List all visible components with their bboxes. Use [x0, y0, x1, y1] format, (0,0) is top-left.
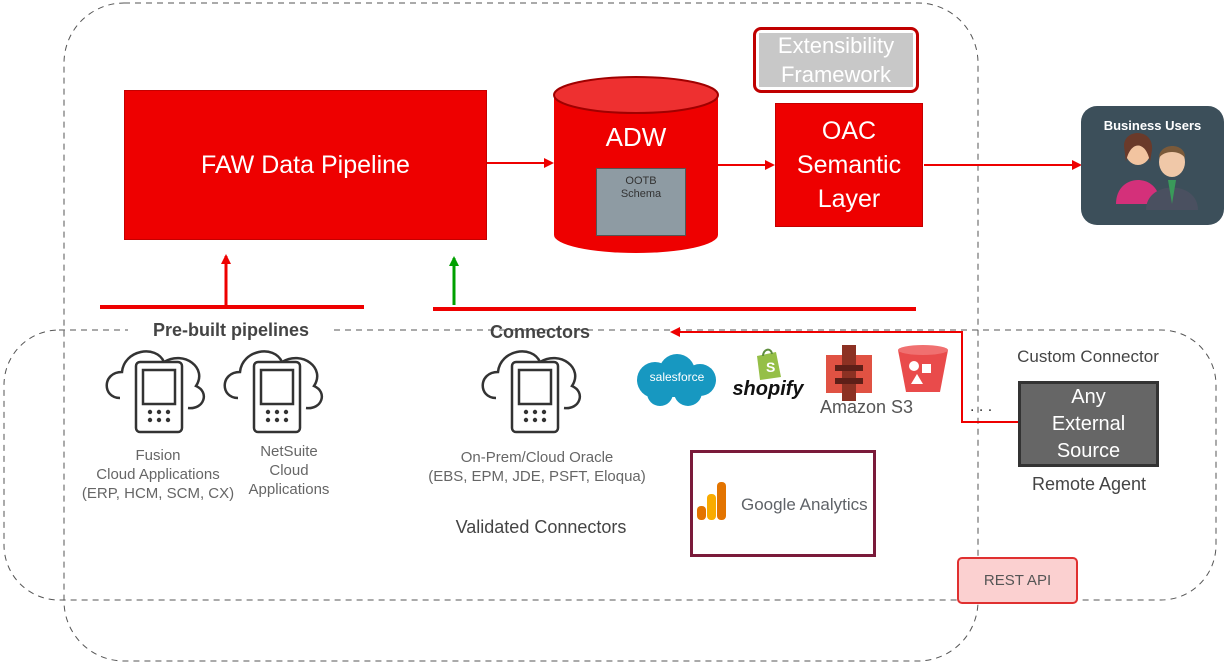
fusion-line1: Fusion — [135, 447, 181, 464]
onprem-line2: (EBS, EPM, JDE, PSFT, Eloqua) — [428, 468, 646, 485]
google-analytics-box — [690, 450, 876, 557]
ootb-schema-line2: Schema — [620, 188, 662, 200]
oac-line2: Semantic — [796, 151, 902, 179]
shopify-logo-text: shopify — [732, 378, 804, 400]
google-analytics-bars-icon — [697, 482, 726, 520]
onprem-line1: On-Prem/Cloud Oracle — [460, 449, 614, 466]
faw-data-pipeline-label: FAW Data Pipeline — [201, 150, 410, 179]
onprem-label: On-Prem/Cloud Oracle (EBS, EPM, JDE, PSF… — [422, 448, 652, 486]
oac-semantic-layer-box: OAC Semantic Layer — [775, 103, 923, 227]
custom-connector-path — [670, 327, 1018, 423]
fusion-line3: (ERP, HCM, SCM, CX) — [81, 485, 235, 502]
ootb-schema-box: OOTB Schema — [596, 168, 686, 236]
ellipsis-text: . . . — [970, 398, 993, 415]
amazon-s3-label: Amazon S3 — [820, 397, 914, 417]
netsuite-line2: Cloud — [269, 462, 309, 479]
extensibility-line1: Extensibility — [777, 33, 895, 58]
connectors-heading: Connectors — [489, 322, 590, 342]
validated-connectors-label: Validated Connectors — [455, 517, 627, 537]
oac-line3: Layer — [817, 185, 881, 213]
ootb-schema-line1: OOTB — [625, 175, 657, 187]
google-analytics-label: Google Analytics — [741, 495, 868, 514]
svg-text:S: S — [766, 359, 775, 375]
salesforce-cloud-icon — [637, 354, 716, 406]
netsuite-line3: Applications — [248, 481, 330, 498]
netsuite-cloud-device-icon — [223, 350, 324, 434]
adw-title: ADW — [605, 122, 667, 152]
extensibility-framework-box: Extensibility Framework — [753, 27, 919, 93]
fusion-cloud-device-icon — [105, 350, 206, 434]
outer-dashed-region — [63, 2, 979, 662]
shopify-bag-icon: S — [757, 348, 781, 380]
sources-dashed-region — [3, 329, 1217, 601]
any-source-line1: Any — [1071, 385, 1106, 408]
faw-data-pipeline-box: FAW Data Pipeline — [124, 90, 487, 240]
any-source-line2: External — [1051, 412, 1126, 435]
s3-bucket-icon — [898, 345, 948, 392]
remote-agent-label: Remote Agent — [1031, 474, 1147, 494]
fusion-label: Fusion Cloud Applications (ERP, HCM, SCM… — [60, 446, 256, 503]
amazon-s3-icon — [826, 345, 872, 401]
business-users-label: Business Users — [1103, 118, 1202, 133]
fusion-line2: Cloud Applications — [96, 466, 220, 483]
prebuilt-heading: Pre-built pipelines — [128, 320, 334, 341]
rest-api-badge: REST API — [957, 557, 1078, 604]
custom-connector-heading: Custom Connector — [1017, 347, 1159, 366]
netsuite-line1: NetSuite — [260, 443, 318, 460]
rest-api-label: REST API — [983, 572, 1052, 589]
extensibility-line2: Framework — [780, 62, 891, 87]
netsuite-label: NetSuite Cloud Applications — [230, 442, 348, 499]
any-external-source-box: Any External Source — [1018, 381, 1159, 467]
oac-line1: OAC — [821, 117, 877, 145]
onprem-cloud-device-icon — [481, 350, 582, 434]
any-source-line3: Source — [1056, 439, 1121, 462]
salesforce-logo-text: salesforce — [649, 370, 705, 384]
